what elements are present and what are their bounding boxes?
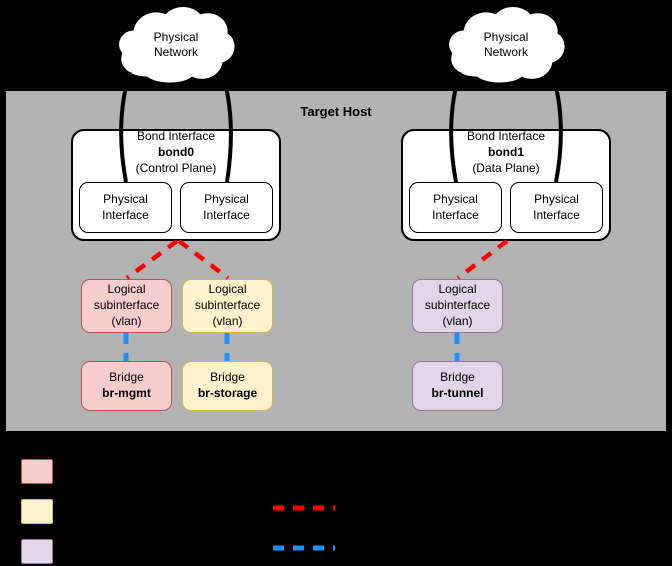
- bridge-br-storage-name: br-storage: [197, 386, 258, 400]
- cloud-shape-icon: [119, 7, 235, 83]
- logical-subinterface-storage-line2: subinterface: [194, 298, 261, 313]
- logical-subinterface-tunnel-line2: subinterface: [424, 298, 491, 313]
- logical-subinterface-mgmt: Logical subinterface (vlan): [81, 279, 172, 333]
- physical-interface-bond1-nic2: Physical Interface: [510, 182, 603, 233]
- logical-subinterface-mgmt-line1: Logical: [107, 282, 146, 297]
- logical-subinterface-storage: Logical subinterface (vlan): [182, 279, 273, 333]
- logical-subinterface-mgmt-line3: (vlan): [111, 313, 142, 328]
- logical-subinterface-mgmt-line2: subinterface: [93, 298, 160, 313]
- bridge-br-tunnel-line1: Bridge: [440, 370, 475, 385]
- bridge-br-mgmt: Bridge br-mgmt: [81, 361, 172, 411]
- bond0-title: Bond Interface bond0 (Control Plane): [71, 129, 281, 177]
- physical-interface-bond1-nic1-line1: Physical: [433, 191, 478, 206]
- physical-interface-bond1-nic2-line1: Physical: [534, 191, 579, 206]
- bond0-id: bond0: [158, 144, 194, 159]
- logical-subinterface-tunnel-line3: (vlan): [442, 313, 473, 328]
- logical-subinterface-storage-line1: Logical: [208, 282, 247, 297]
- logical-subinterface-tunnel: Logical subinterface (vlan): [412, 279, 503, 333]
- bridge-br-tunnel-name: br-tunnel: [431, 386, 484, 400]
- bond1-caption: Bond Interface: [466, 129, 546, 143]
- legend-line-bridge-link: [273, 545, 335, 551]
- legend-swatch-mgmt: [21, 459, 53, 484]
- physical-interface-bond0-nic2-line1: Physical: [204, 191, 249, 206]
- legend-swatch-tunnel: [21, 539, 53, 564]
- legend-line-vlan-trunk: [273, 505, 335, 511]
- physical-interface-bond1-nic1: Physical Interface: [409, 182, 502, 233]
- physical-network-cloud-left: Physical Network: [114, 6, 238, 84]
- logical-subinterface-storage-line3: (vlan): [212, 313, 243, 328]
- bond1-title: Bond Interface bond1 (Data Plane): [401, 129, 611, 177]
- physical-interface-bond0-nic2: Physical Interface: [180, 182, 273, 233]
- physical-interface-bond1-nic1-line2: Interface: [432, 207, 479, 222]
- bridge-br-mgmt-line1: Bridge: [109, 370, 144, 385]
- physical-interface-bond0-nic1-line1: Physical: [103, 191, 148, 206]
- physical-network-cloud-right: Physical Network: [444, 6, 568, 84]
- target-host-title: Target Host: [300, 104, 372, 119]
- bond1-id: bond1: [488, 144, 524, 159]
- physical-interface-bond1-nic2-line2: Interface: [533, 207, 580, 222]
- bond0-role: (Control Plane): [135, 160, 217, 175]
- cloud-shape-icon: [449, 7, 565, 83]
- bridge-br-storage: Bridge br-storage: [182, 361, 273, 411]
- legend-swatch-storage: [21, 499, 53, 524]
- bridge-br-tunnel: Bridge br-tunnel: [412, 361, 503, 411]
- physical-interface-bond0-nic1-line2: Interface: [102, 207, 149, 222]
- bond0-caption: Bond Interface: [136, 129, 216, 143]
- bond1-role: (Data Plane): [472, 160, 540, 175]
- physical-interface-bond0-nic1: Physical Interface: [79, 182, 172, 233]
- logical-subinterface-tunnel-line1: Logical: [438, 282, 477, 297]
- physical-interface-bond0-nic2-line2: Interface: [203, 207, 250, 222]
- bridge-br-mgmt-name: br-mgmt: [102, 386, 151, 400]
- bridge-br-storage-line1: Bridge: [210, 370, 245, 385]
